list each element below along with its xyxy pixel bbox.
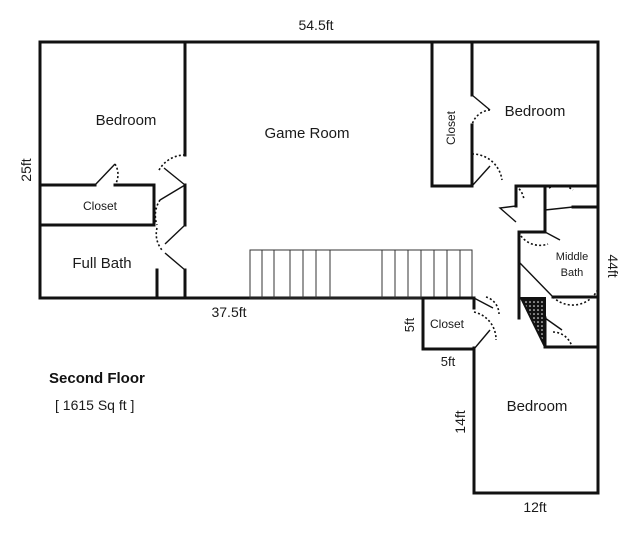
dimension-right-height: 44ft [605,254,621,277]
room-label-game-room: Game Room [264,125,349,142]
closet-right-door [471,94,491,126]
room-label-bedroom-bottom: Bedroom [507,398,568,415]
dimension-bottom-width: 12ft [523,499,546,515]
staircase [249,249,473,299]
bedroom-bottom-door [473,296,573,348]
closet-left-door [154,184,186,226]
room-label-closet-vertical: Closet [444,110,458,145]
hall-closet-door [498,185,525,223]
room-label-bedroom-right: Bedroom [505,103,566,120]
dimension-closet-width: 5ft [441,354,456,369]
room-label-middle-bath-2: Bath [561,267,584,279]
full-bath-door [155,224,186,271]
floor-title: Second Floor [49,370,145,387]
dimension-lower-height: 14ft [452,410,468,433]
middle-bath-doors [518,184,599,306]
bedroom-right-door [471,153,503,187]
bedroom-left-door [94,163,119,186]
lower-closet-walls [421,296,547,351]
linen-chute [519,297,546,348]
floor-area: [ 1615 Sq ft ] [55,397,134,413]
closet-lower-door [473,311,497,350]
dimension-top-width: 54.5ft [298,17,333,33]
room-label-closet-lower: Closet [430,317,465,331]
room-label-full-bath: Full Bath [72,255,131,272]
dimension-closet-height: 5ft [402,317,417,332]
left-rooms-walls [38,40,187,300]
room-label-bedroom-left: Bedroom [96,112,157,129]
dimension-inner-width: 37.5ft [211,304,246,320]
dimension-left-height: 25ft [18,158,34,181]
bedroom-left-gameroom-door [157,154,186,186]
room-label-closet-left: Closet [83,199,118,213]
right-rooms-walls [430,40,600,349]
room-label-middle-bath-1: Middle [556,251,588,263]
